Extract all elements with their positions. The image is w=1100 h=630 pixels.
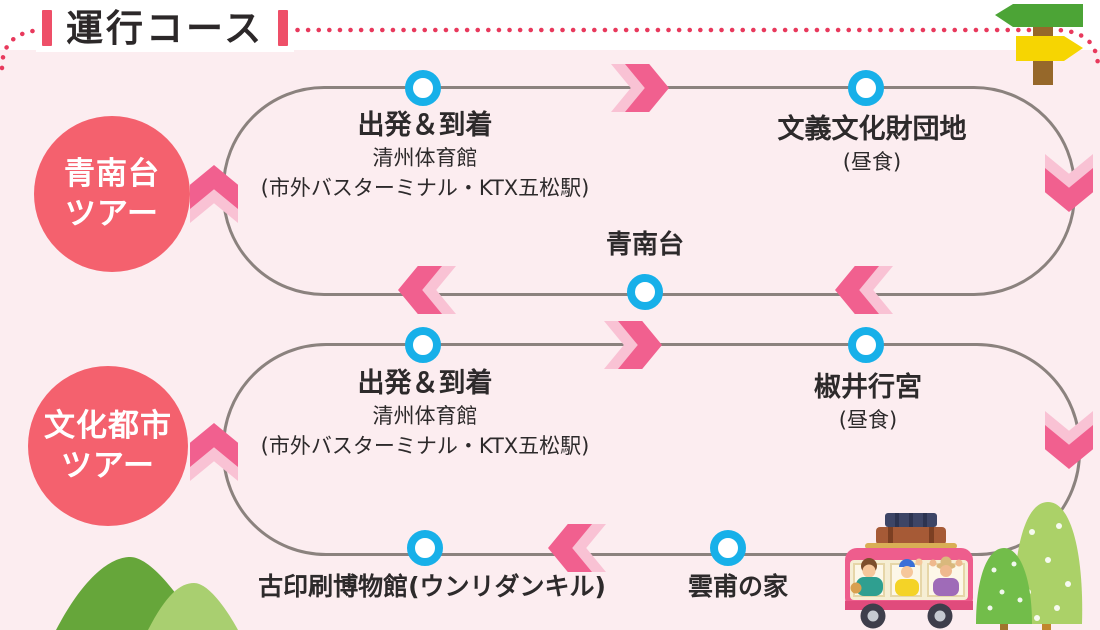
tour2-lunch-stop-marker: [848, 327, 884, 363]
tour2-departure-label: 出発＆到着 清州体育館 (市外バスターミナル・KTX五松駅): [261, 368, 590, 459]
tour1-badge: 青南台 ツアー: [34, 116, 190, 272]
tour1-badge-line2: ツアー: [64, 196, 160, 232]
stop-venue: 清州体育館: [372, 404, 478, 429]
tour2-museum-label: 古印刷博物館(ウンリダンキル): [258, 572, 606, 602]
stop-name: 文義文化財団地: [777, 114, 967, 145]
tour2-lunch-label: 椒井行宮 (昼食): [814, 372, 922, 434]
tour1-lunch-label: 文義文化財団地 (昼食): [778, 114, 967, 176]
stop-name: 古印刷博物館(ウンリダンキル): [258, 572, 606, 601]
tour1-departure-stop-marker: [405, 70, 441, 106]
title-accent-bar-left: [42, 10, 52, 46]
tour1-departure-label: 出発＆到着 清州体育館 (市外バスターミナル・KTX五松駅): [261, 110, 590, 201]
tour2-unbo-house-stop-marker: [710, 530, 746, 566]
stop-name: 出発＆到着: [357, 110, 493, 141]
stop-note: (市外バスターミナル・KTX五松駅): [260, 433, 590, 458]
chevron-left-icon: [548, 524, 592, 572]
stop-venue: 清州体育館: [372, 146, 478, 171]
tour1-badge-line1: 青南台: [64, 155, 160, 192]
dotted-border: [0, 27, 1100, 71]
chevron-down-icon: [1045, 425, 1093, 469]
tour2-museum-stop-marker: [407, 530, 443, 566]
title-accent-bar-right: [278, 10, 289, 46]
page-title-text: 運行コース: [66, 6, 265, 50]
stop-note: (市外バスターミナル・KTX五松駅): [260, 175, 590, 200]
tour2-badge-line1: 文化都市: [44, 407, 172, 444]
tour2-departure-stop-marker: [405, 327, 441, 363]
mountains-icon: [56, 557, 238, 630]
chevron-down-icon: [1045, 168, 1093, 212]
trees-icon: [976, 502, 1083, 630]
tour2-badge: 文化都市 ツアー: [28, 366, 188, 526]
stop-note: (昼食): [838, 408, 898, 433]
chevron-left-icon: [398, 266, 442, 314]
stop-name: 出発＆到着: [357, 368, 493, 399]
stop-name: 青南台: [605, 230, 685, 260]
tour1-lunch-stop-marker: [848, 70, 884, 106]
chevron-left-icon: [835, 266, 879, 314]
tour2-badge-line2: ツアー: [60, 448, 156, 484]
page-title: 運行コース: [36, 4, 295, 52]
chevron-right-icon: [604, 321, 662, 369]
chevron-up-icon: [190, 165, 238, 209]
stop-note: (昼食): [842, 150, 902, 175]
tour-bus-icon: [845, 513, 973, 629]
tour2-unbo-house-label: 雲甫の家: [688, 572, 788, 602]
tour1-cheongnamdae-label: 青南台: [606, 230, 684, 261]
signpost-icon: [995, 4, 1083, 85]
tour1-cheongnamdae-stop-marker: [627, 274, 663, 310]
stop-name: 椒井行宮: [814, 372, 922, 403]
stop-name: 雲甫の家: [687, 572, 789, 601]
chevron-up-icon: [190, 423, 238, 467]
